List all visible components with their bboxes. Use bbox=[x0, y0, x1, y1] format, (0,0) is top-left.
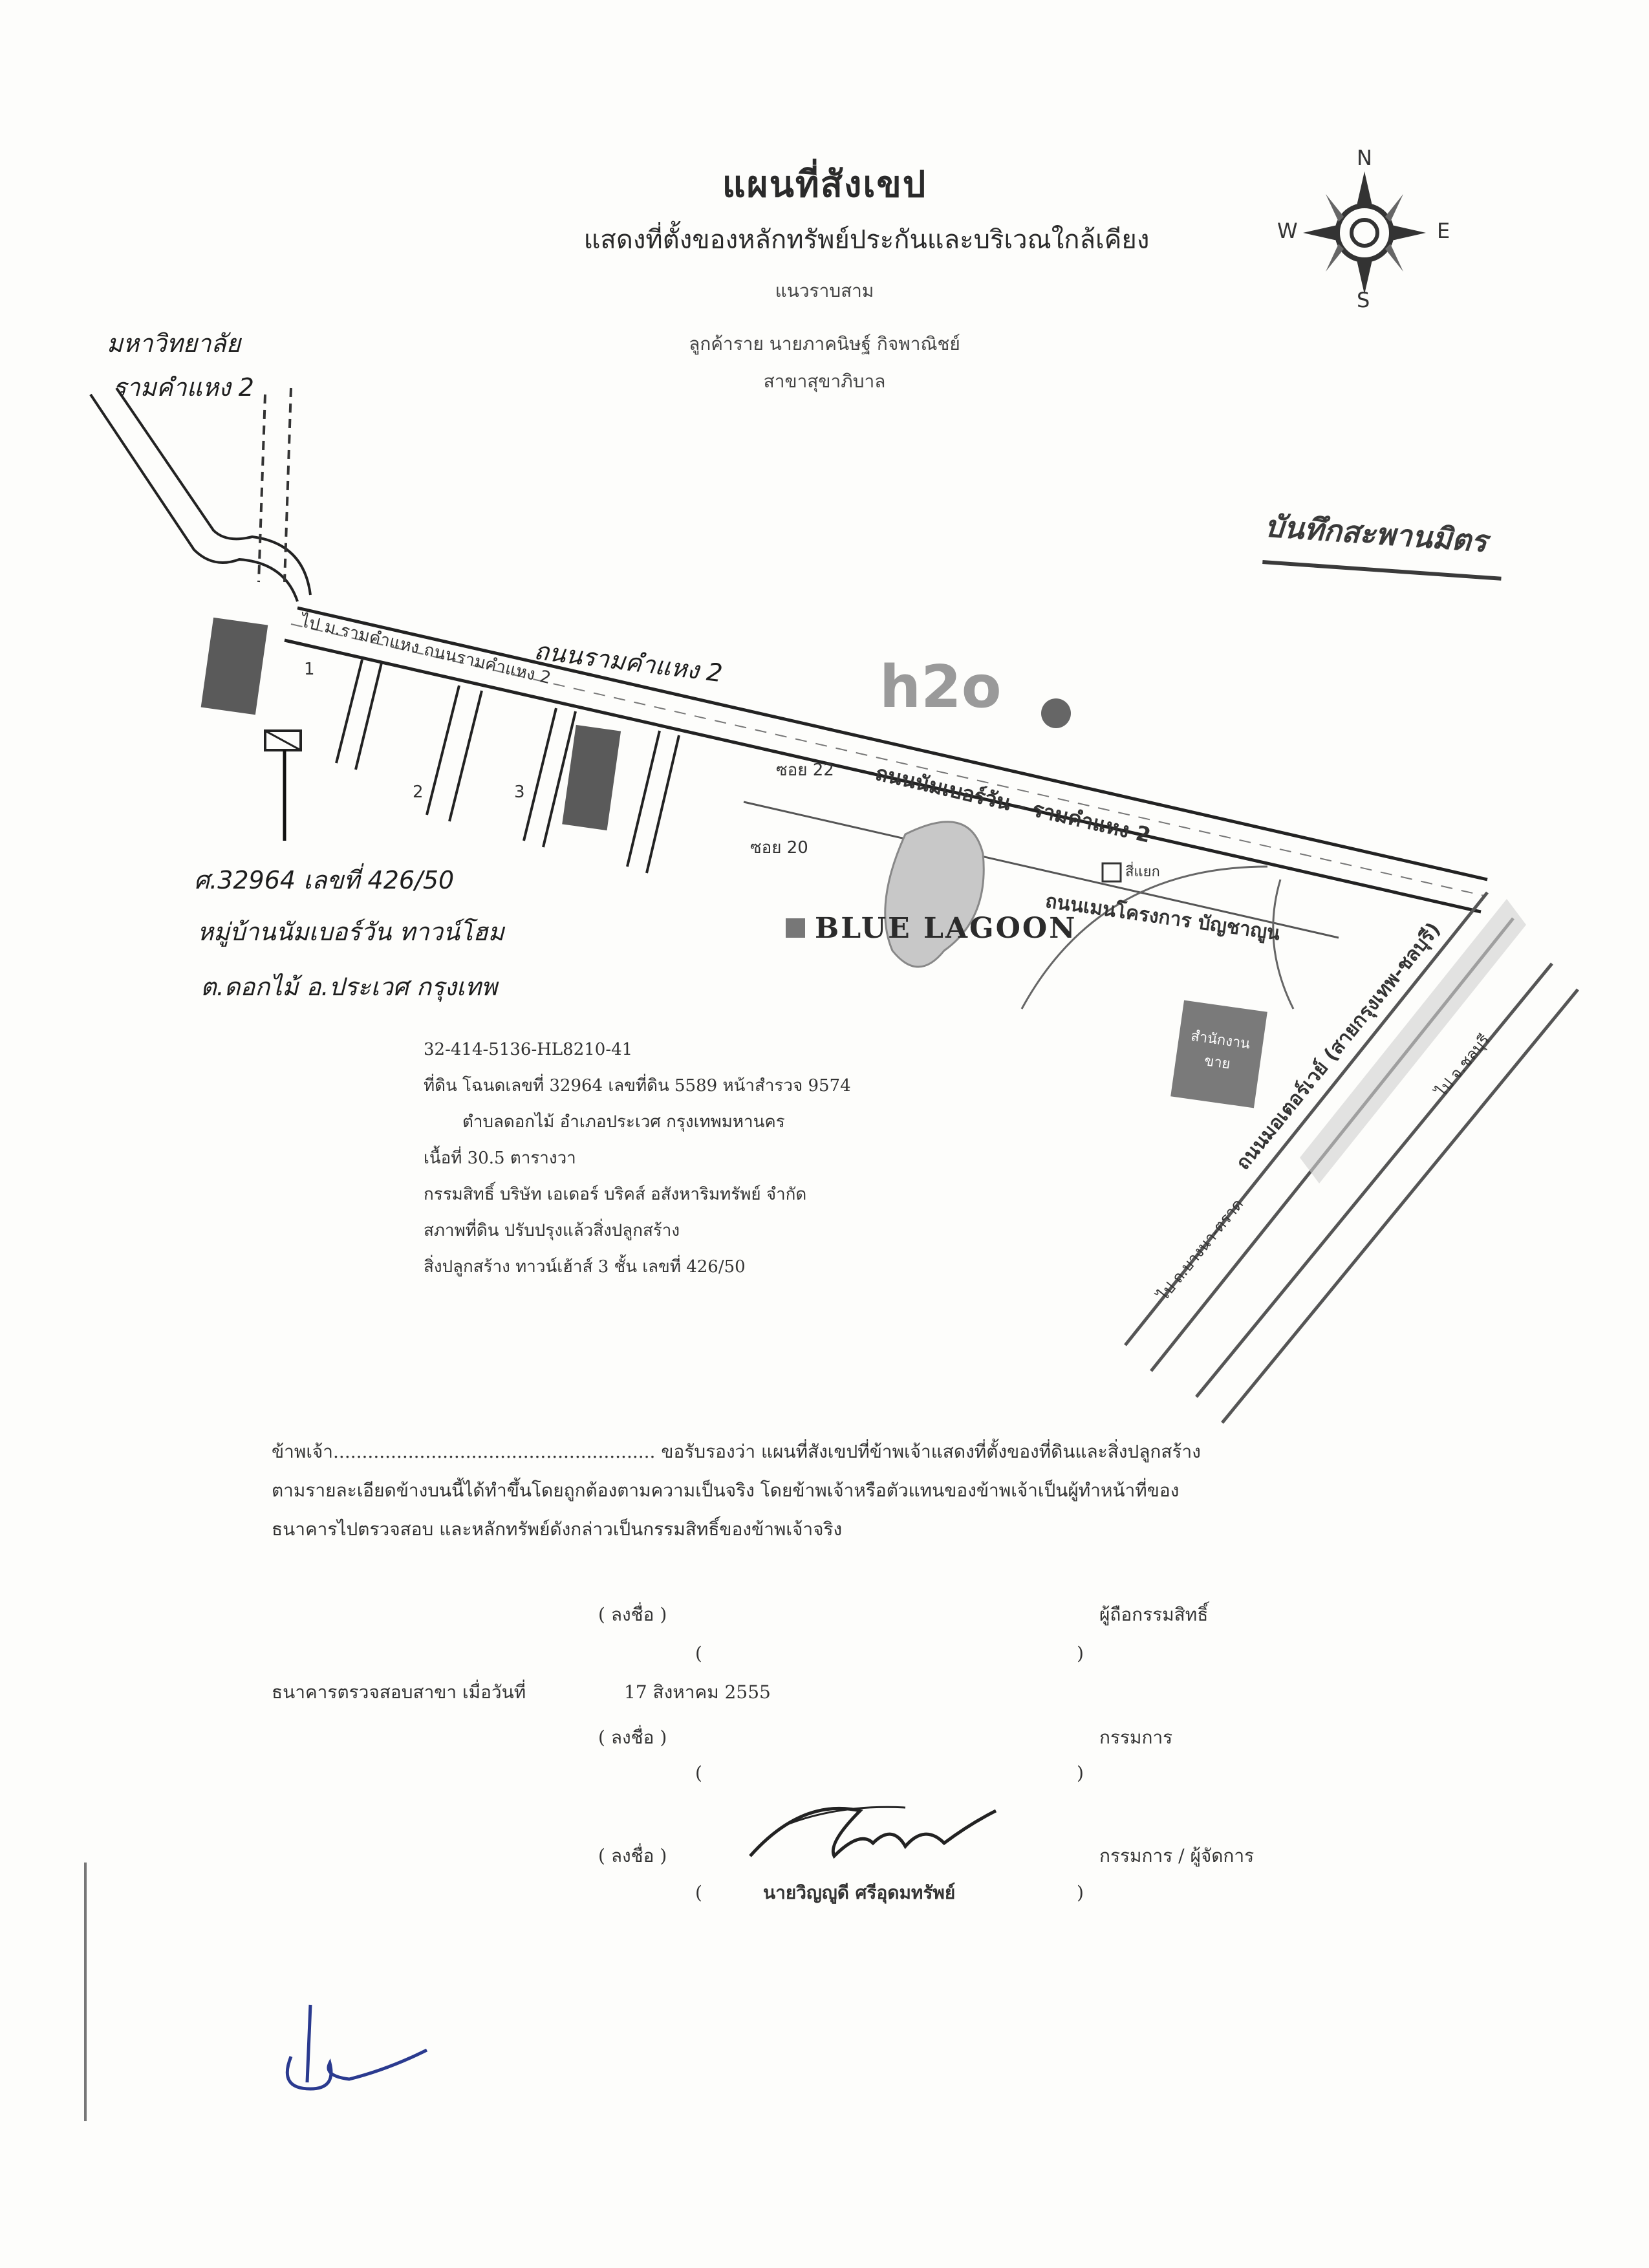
committee-role: กรรมการ bbox=[1099, 1727, 1173, 1748]
secondary-road bbox=[743, 801, 1339, 939]
soi-line-1b bbox=[354, 662, 383, 770]
info-ownership: กรรมสิทธิ์ บริษัท เอเดอร์ บริคส์ อสังหาร… bbox=[424, 1185, 807, 1204]
compass-south: S bbox=[1357, 288, 1370, 312]
main-road-bottom-edge bbox=[284, 638, 1482, 914]
cert-line-3: ธนาคารไปตรวจสอบ และหลักทรัพย์ดังกล่าวเป็… bbox=[272, 1518, 843, 1540]
compass-rose-icon bbox=[1303, 171, 1426, 294]
landmark-label: สี่แยก bbox=[1125, 864, 1160, 880]
soi-line-4b bbox=[645, 735, 680, 874]
certification-block: ข้าพเจ้า................................… bbox=[272, 1432, 1461, 1549]
h2o-dot-icon bbox=[1041, 698, 1071, 728]
bank-check-label: ธนาคารตรวจสอบสาขา เมื่อวันที่ bbox=[272, 1681, 526, 1703]
signer-name: นายวิญญูดี ศรีอุดมทรัพย์ bbox=[763, 1882, 956, 1903]
info-land-condition: สภาพที่ดิน ปรับปรุงแล้วสิ่งปลูกสร้าง bbox=[424, 1221, 680, 1240]
left-edge-mark bbox=[84, 1863, 87, 2121]
manager-sign-label: ( ลงชื่อ ) bbox=[598, 1845, 667, 1866]
side-road-dashed-b bbox=[283, 387, 292, 583]
initials-text: สพ bbox=[0, 0, 1, 1]
main-road-top-edge bbox=[297, 606, 1488, 881]
cert-line-1: ข้าพเจ้า................................… bbox=[272, 1441, 1201, 1462]
info-account: 32-414-5136-HL8210-41 bbox=[424, 1040, 633, 1059]
owner-sign-label: ( ลงชื่อ ) bbox=[598, 1604, 667, 1625]
project-road-curve bbox=[1020, 865, 1268, 1010]
manager-open-paren: ( bbox=[695, 1882, 702, 1903]
location-map bbox=[89, 387, 1579, 1424]
lake-shape bbox=[884, 821, 985, 968]
plot-number-1: 1 bbox=[304, 660, 315, 679]
property-block-1 bbox=[200, 617, 268, 715]
soi-line-1a bbox=[335, 659, 363, 764]
main-road-centerline bbox=[290, 623, 1485, 896]
sales-office-block bbox=[1170, 1000, 1267, 1108]
manager-close-paren: ) bbox=[1077, 1882, 1084, 1903]
handwritten-university: มหาวิทยาลัย bbox=[107, 329, 241, 358]
cert-line-2: ตามรายละเอียดข้างบนนี้ได้ทำขึ้นโดยถูกต้อ… bbox=[272, 1480, 1180, 1501]
blue-lagoon-logo-icon bbox=[786, 918, 805, 938]
soi-line-4a bbox=[626, 730, 661, 867]
compass-east: E bbox=[1437, 219, 1450, 243]
owner-close-paren: ) bbox=[1077, 1643, 1084, 1664]
landmark-box bbox=[1101, 862, 1122, 883]
check-date: 17 สิงหาคม 2555 bbox=[624, 1681, 771, 1703]
property-block-2 bbox=[562, 724, 621, 831]
soi-a-label: ซอย 22 bbox=[776, 761, 834, 780]
committee-close-paren: ) bbox=[1077, 1762, 1084, 1784]
initials-signature-icon bbox=[285, 2004, 428, 2091]
compass-west: W bbox=[1277, 219, 1298, 243]
customer-line: ลูกค้าราย นายภาคนิษฐ์ กิจพาณิชย์ bbox=[689, 333, 960, 354]
compass-north: N bbox=[1357, 146, 1372, 170]
university-road-line-b bbox=[115, 387, 312, 596]
side-road-dashed-a bbox=[257, 394, 266, 583]
map-subtitle-line3: แนวราบสาม bbox=[775, 280, 874, 301]
soi-line-2b bbox=[448, 690, 483, 822]
property-info-block: 32-414-5136-HL8210-41 ที่ดิน โฉนดเลขที่ … bbox=[424, 1031, 1103, 1285]
map-title: แผนที่สังเขป bbox=[722, 163, 927, 206]
handwritten-university-line2: รามคำแหง 2 bbox=[113, 373, 254, 402]
soi-line-2a bbox=[426, 685, 460, 815]
handwritten-deed-line2: หมู่บ้านนัมเบอร์วัน ทาวน์โฮม bbox=[197, 918, 504, 946]
info-location: ตำบลดอกไม้ อำเภอประเวศ กรุงเทพมหานคร bbox=[462, 1112, 785, 1132]
manager-role: กรรมการ / ผู้จัดการ bbox=[1099, 1845, 1255, 1866]
motorway-edge-d bbox=[1221, 988, 1579, 1424]
motorway-edge-a bbox=[1124, 891, 1489, 1346]
manager-signature-icon bbox=[749, 1806, 997, 1859]
h2o-logo: h2o bbox=[879, 653, 1002, 721]
owner-open-paren: ( bbox=[695, 1643, 702, 1664]
committee-sign-label: ( ลงชื่อ ) bbox=[598, 1727, 667, 1748]
blue-lagoon-label: BLUE LAGOON bbox=[815, 912, 1077, 945]
soi-line-3b bbox=[542, 711, 577, 848]
plot-number-2: 2 bbox=[413, 783, 424, 802]
university-road-line-a bbox=[89, 393, 299, 602]
owner-role: ผู้ถือกรรมสิทธิ์ bbox=[1099, 1604, 1209, 1625]
branch-line: สาขาสุขาภิบาล bbox=[763, 371, 886, 392]
info-deed: ที่ดิน โฉนดเลขที่ 32964 เลขที่ดิน 5589 ห… bbox=[424, 1076, 851, 1096]
info-building: สิ่งปลูกสร้าง ทาวน์เฮ้าส์ 3 ชั้น เลขที่ … bbox=[424, 1257, 746, 1277]
map-subtitle: แสดงที่ตั้งของหลักทรัพย์ประกันและบริเวณใ… bbox=[583, 225, 1150, 255]
info-area: เนื้อที่ 30.5 ตารางวา bbox=[424, 1149, 576, 1168]
soi-line-3a bbox=[523, 707, 557, 841]
handwritten-deed-line3: ต.ดอกไม้ อ.ประเวศ กรุงเทพ bbox=[200, 973, 497, 1001]
plot-number-3: 3 bbox=[514, 783, 525, 802]
soi-b-label: ซอย 20 bbox=[750, 838, 808, 858]
committee-open-paren: ( bbox=[695, 1762, 702, 1784]
handwritten-deed-line1: ศ.32964 เลขที่ 426/50 bbox=[194, 866, 455, 894]
motorway-edge-c bbox=[1195, 962, 1553, 1398]
